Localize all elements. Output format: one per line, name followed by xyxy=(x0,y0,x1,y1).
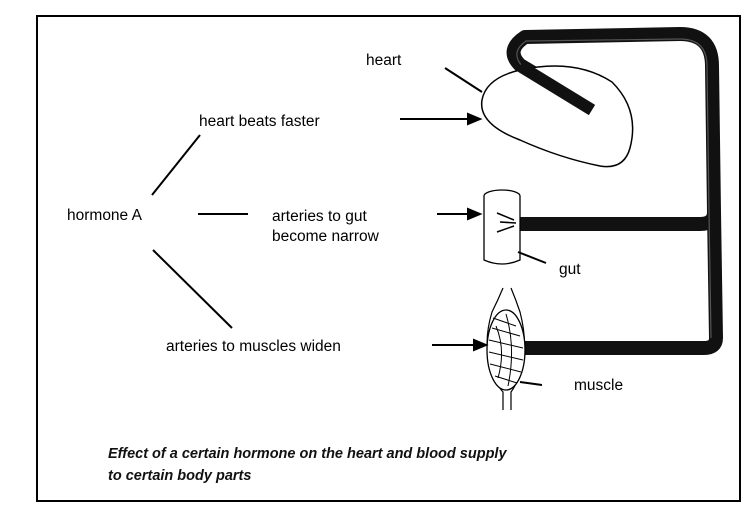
label-arteries-muscles: arteries to muscles widen xyxy=(166,337,341,356)
label-arteries-gut-line1: arteries to gut xyxy=(272,207,367,226)
heart-shape xyxy=(482,66,633,167)
caption-line-2: to certain body parts xyxy=(108,465,728,487)
muscle-shape xyxy=(487,288,525,410)
gut-shape xyxy=(484,190,520,264)
caption-line-1: Effect of a certain hormone on the heart… xyxy=(108,443,728,465)
label-arteries-gut-line2: become narrow xyxy=(272,227,379,246)
diagram-caption: Effect of a certain hormone on the heart… xyxy=(108,443,728,487)
label-heart-beats-faster: heart beats faster xyxy=(199,112,320,131)
label-muscle: muscle xyxy=(574,376,623,395)
label-gut: gut xyxy=(559,260,581,279)
label-heart: heart xyxy=(366,51,401,70)
arrows xyxy=(400,114,486,350)
label-hormone-a: hormone A xyxy=(67,206,142,225)
